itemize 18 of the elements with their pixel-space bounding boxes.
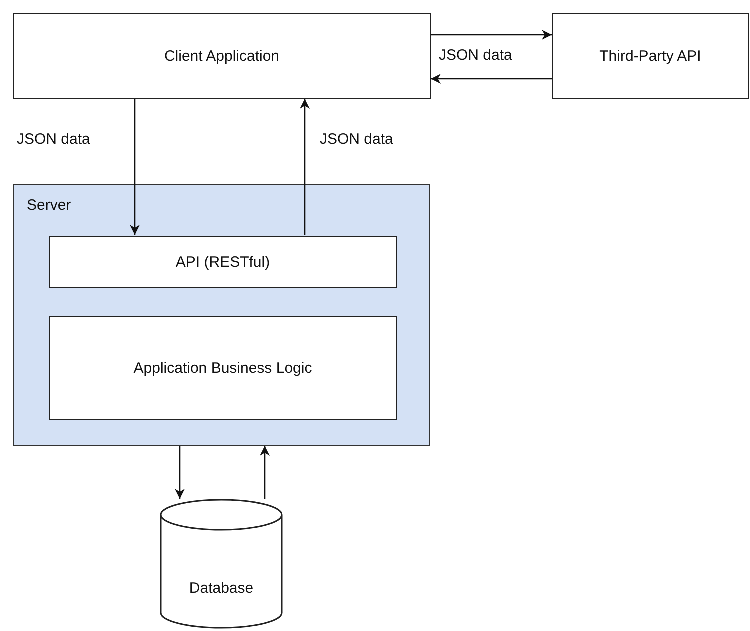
arrow [431, 74, 552, 84]
process-box [13, 13, 431, 99]
node-label: Database [189, 580, 254, 596]
container-box [13, 184, 430, 446]
process-box [49, 316, 397, 420]
node-label: Client Application [164, 48, 280, 64]
node-label: API (RESTful) [176, 254, 270, 270]
arrow [260, 446, 270, 499]
node-label: Server [27, 197, 72, 214]
process-box [49, 236, 397, 288]
process-box [552, 13, 749, 99]
arrow [300, 99, 310, 235]
node-label: Application Business Logic [134, 360, 312, 376]
arrow [431, 30, 552, 40]
node-label: Third-Party API [600, 48, 702, 64]
arrow [130, 99, 140, 235]
database-cylinder [160, 499, 283, 629]
arrow [175, 446, 185, 499]
